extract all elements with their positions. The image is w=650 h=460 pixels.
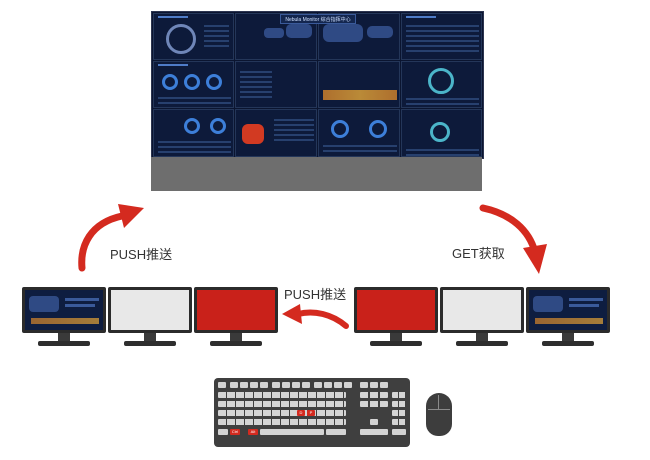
monitor-right-3 (526, 287, 610, 347)
monitor-right-1 (354, 287, 438, 347)
monitor-left-3 (194, 287, 278, 347)
wall-panel-5 (153, 61, 234, 108)
key-alt: Alt (248, 429, 258, 435)
mouse (426, 393, 452, 436)
video-wall-base (151, 157, 482, 191)
key-p: P (307, 410, 315, 416)
get-label-right: GET获取 (452, 246, 505, 261)
wall-panel-7 (318, 61, 400, 108)
wall-panel-6 (235, 61, 317, 108)
wall-panel-8 (401, 61, 482, 108)
keyboard: D P Ctrl Alt (214, 378, 410, 447)
wall-panel-12 (401, 109, 482, 157)
monitor-left-1 (22, 287, 106, 347)
arrow-left-curved-icon (282, 304, 349, 329)
key-d: D (297, 410, 305, 416)
video-wall: Nebula Monitor 综合指挥中心 (151, 11, 484, 159)
push-label-left: PUSH推送 (110, 247, 173, 262)
monitor-right-2 (440, 287, 524, 347)
wall-title: Nebula Monitor 综合指挥中心 (280, 14, 356, 24)
mouse-button-split (438, 395, 439, 409)
monitor-left-2 (108, 287, 192, 347)
key-ctrl: Ctrl (230, 429, 240, 435)
wall-panel-11 (318, 109, 400, 157)
wall-panel-9 (153, 109, 234, 157)
mouse-button-line (428, 409, 450, 410)
wall-panel-10 (235, 109, 317, 157)
arrow-down-curved-icon (479, 204, 547, 274)
push-label-middle: PUSH推送 (284, 287, 347, 302)
wall-panel-1 (153, 13, 234, 60)
arrow-up-curved-icon (78, 204, 144, 272)
wall-panel-4 (401, 13, 482, 60)
